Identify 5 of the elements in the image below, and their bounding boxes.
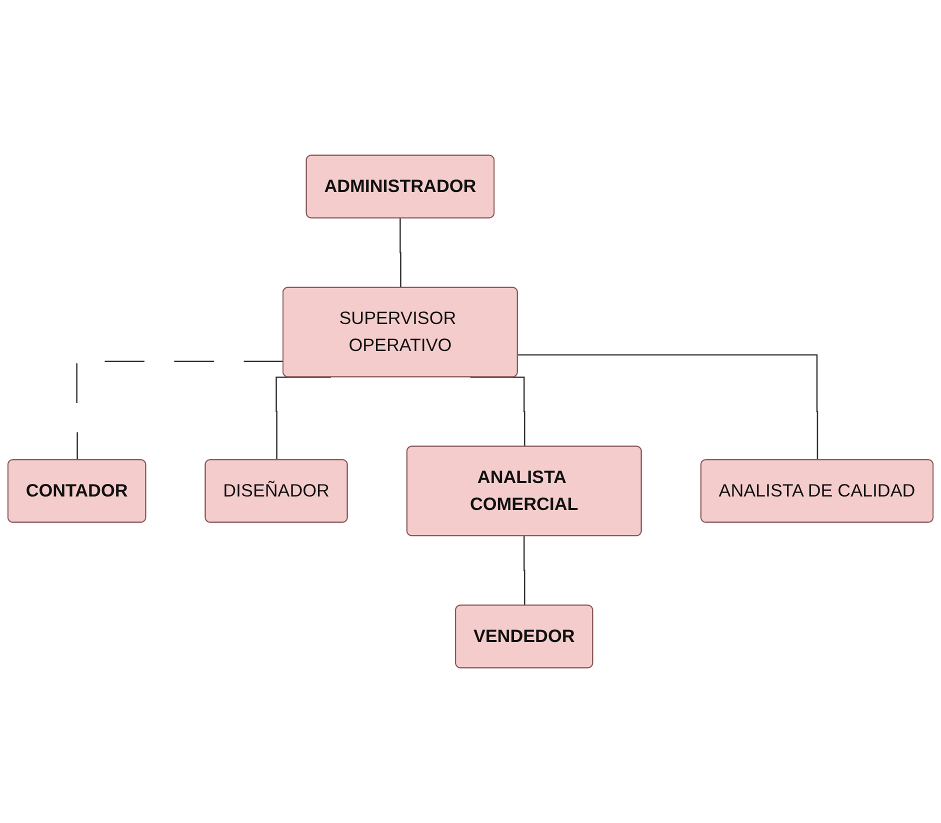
connector (400, 218, 402, 288)
connector (523, 536, 526, 606)
connector (276, 376, 331, 460)
connector (518, 354, 818, 460)
connector (470, 376, 526, 447)
